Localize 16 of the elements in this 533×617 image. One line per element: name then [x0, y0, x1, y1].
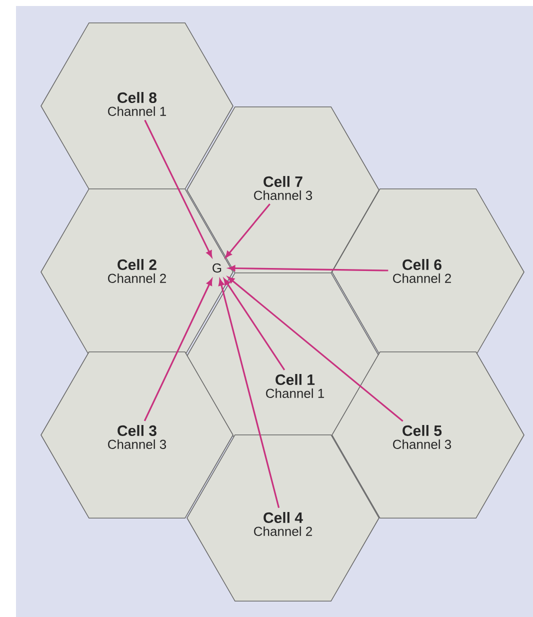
cell-label: Cell 5 Channel 3: [393, 425, 452, 449]
arrow: [225, 203, 270, 258]
cell-label: Cell 8 Channel 1: [108, 92, 166, 116]
cell-label: Cell 4 Channel 2: [254, 512, 312, 536]
point-label: G: [212, 263, 222, 273]
cell-label: Cell 1 Channel 1: [266, 374, 324, 398]
arrow: [144, 278, 212, 422]
cell-label: Cell 3 Channel 3: [108, 425, 166, 449]
cell-label: Cell 7 Channel 3: [254, 176, 312, 200]
arrow: [228, 265, 388, 272]
arrow: [218, 279, 280, 508]
arrow: [144, 120, 212, 258]
cell-label: Cell 2 Channel 2: [108, 259, 166, 283]
arrow: [224, 278, 286, 370]
cell-label: Cell 6 Channel 2: [393, 259, 451, 283]
arrow: [228, 276, 404, 422]
